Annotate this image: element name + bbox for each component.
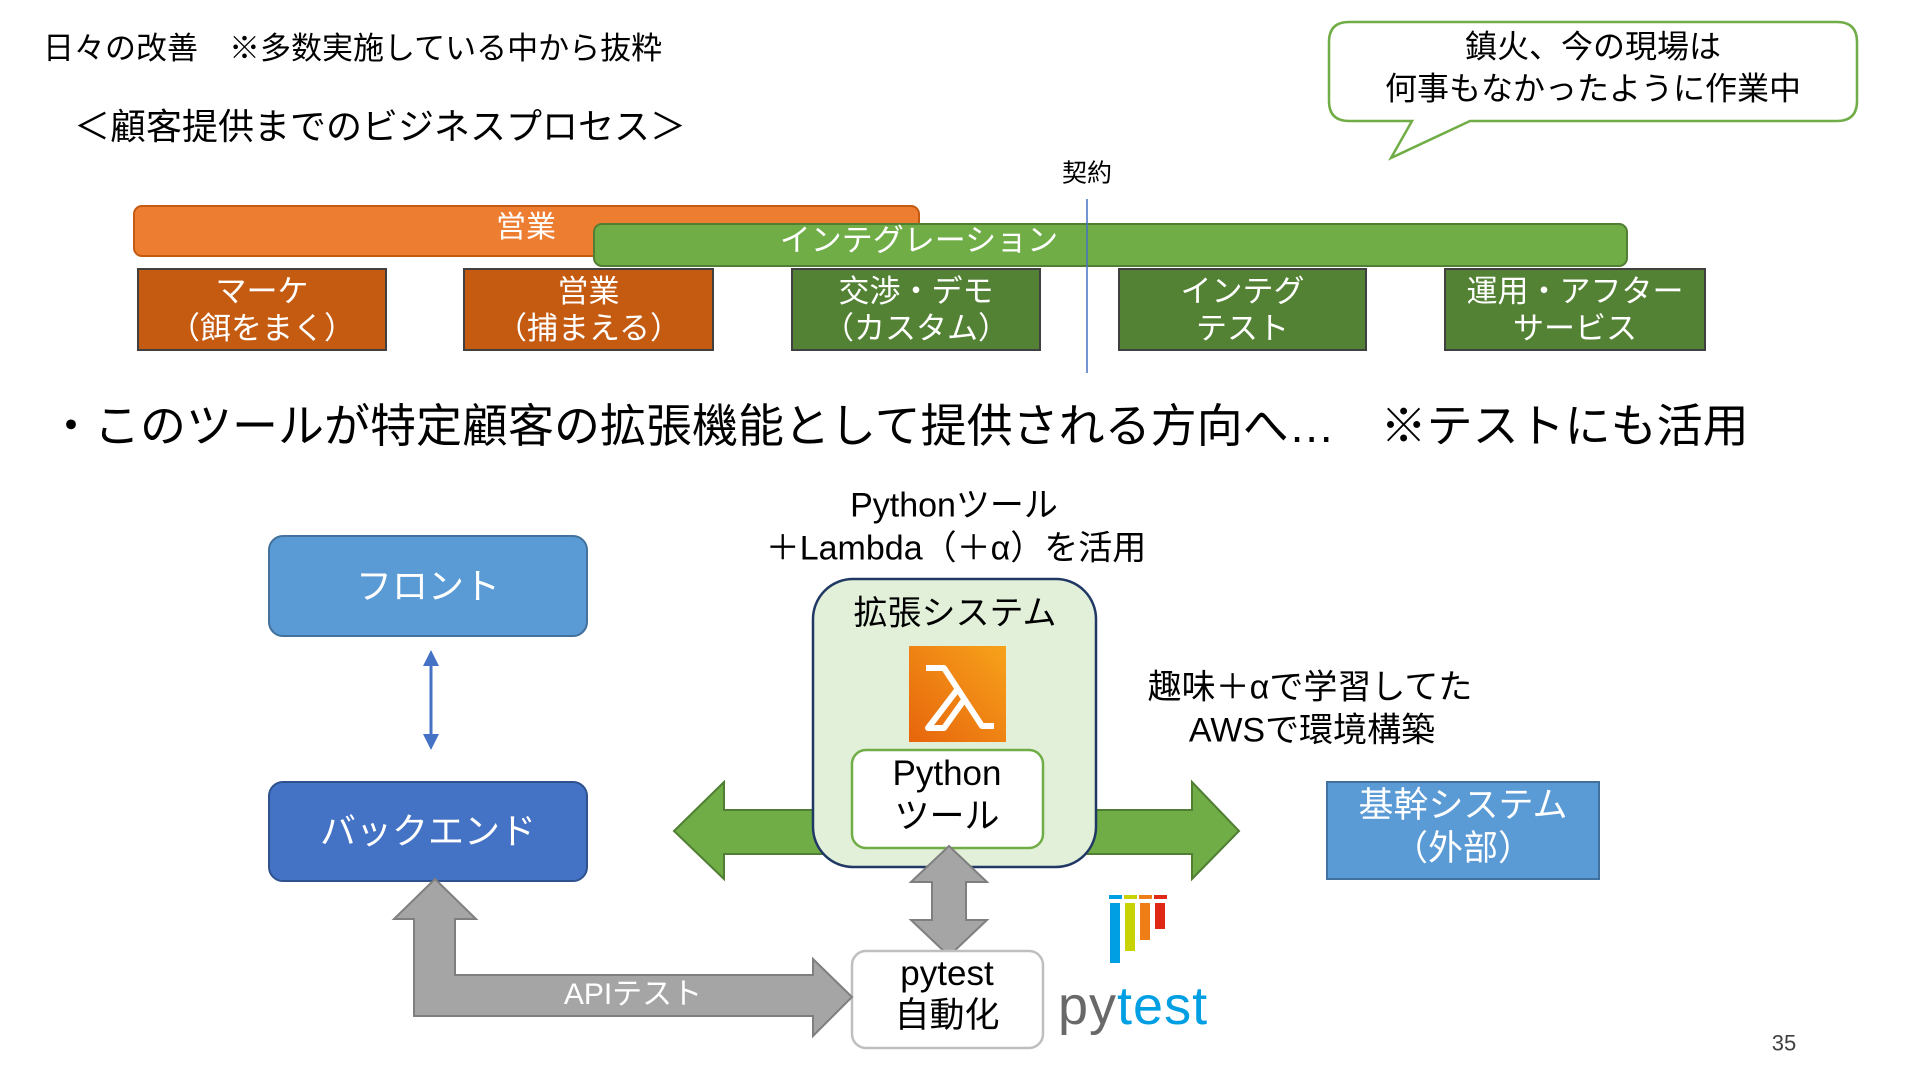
sales-bar-label: 営業	[496, 210, 556, 244]
left-green-arrow	[672, 779, 831, 882]
aws-note-line-2: AWSで環境構築	[1188, 711, 1436, 750]
api-test-arrow	[391, 877, 854, 1039]
stage-label: 営業	[557, 273, 620, 309]
page-number: 35	[1771, 1030, 1797, 1056]
process-subtitle: ＜顧客提供までのビジネスプロセス＞	[74, 106, 687, 147]
backend-box	[268, 781, 588, 882]
core-system-line-2: （外部）	[1392, 828, 1534, 868]
callout-line-1: 鎮火、今の現場は	[1464, 28, 1722, 65]
front-backend-arrow	[423, 650, 439, 750]
integration-bar-label: インテグレーション	[779, 223, 1059, 259]
pytest-box-line-1: pytest	[900, 953, 994, 993]
front-box	[268, 535, 588, 637]
core-system-box	[1326, 781, 1600, 880]
core-system-line-1: 基幹システム	[1358, 785, 1568, 825]
python-note-line-2: ＋Lambda（＋α）を活用	[765, 529, 1147, 568]
stage-sublabel: （捕まえる）	[495, 310, 682, 346]
stage-label: マーケ	[215, 273, 309, 309]
pytest-box	[850, 949, 1045, 1050]
extension-system-label: 拡張システム	[853, 594, 1057, 633]
pytest-logo-py: py	[1058, 976, 1118, 1036]
stage-negotiation: 交渉・デモ （カスタム）	[791, 268, 1041, 351]
stage-sublabel: （カスタム）	[823, 310, 1009, 346]
pytest-logo-icon	[1109, 895, 1167, 963]
api-test-label: APIテスト	[563, 977, 703, 1011]
stage-marketing: マーケ （餌をまく）	[137, 268, 387, 351]
pytest-logo-test: test	[1117, 976, 1209, 1036]
pytest-box-line-2: 自動化	[894, 995, 1000, 1035]
python-tool-line-1: Python	[892, 753, 1002, 793]
stage-label: インテグ	[1180, 273, 1305, 309]
callout-line-2: 何事もなかったように作業中	[1384, 70, 1802, 107]
stage-sublabel: テスト	[1196, 310, 1289, 346]
backend-label: バックエンド	[319, 810, 537, 852]
contract-label: 契約	[1061, 159, 1113, 188]
stage-label: 運用・アフター	[1466, 273, 1684, 309]
bullet-text: ・このツールが特定顧客の拡張機能として提供される方向へ… ※テストにも活用	[48, 400, 1749, 452]
stage-sales: 営業 （捕まえる）	[463, 268, 714, 351]
python-tool-line-2: ツール	[894, 796, 1000, 836]
integration-bar	[593, 223, 1628, 267]
python-note-line-1: Pythonツール	[850, 486, 1058, 525]
stage-label: 交渉・デモ	[838, 273, 994, 309]
aws-note-line-1: 趣味＋αで学習してた	[1147, 668, 1473, 707]
stage-sublabel: （餌をまく）	[169, 310, 355, 346]
pytest-logo-text: pytest	[1058, 975, 1208, 1037]
stage-operations: 運用・アフター サービス	[1444, 268, 1706, 351]
slide-title: 日々の改善 ※多数実施している中から抜粋	[43, 31, 663, 66]
stage-integration-test: インテグ テスト	[1118, 268, 1367, 351]
aws-lambda-icon	[909, 646, 1006, 742]
front-label: フロント	[355, 565, 501, 607]
right-green-arrow	[1079, 779, 1241, 882]
stage-sublabel: サービス	[1513, 310, 1637, 346]
callout-bubble	[1327, 20, 1859, 161]
